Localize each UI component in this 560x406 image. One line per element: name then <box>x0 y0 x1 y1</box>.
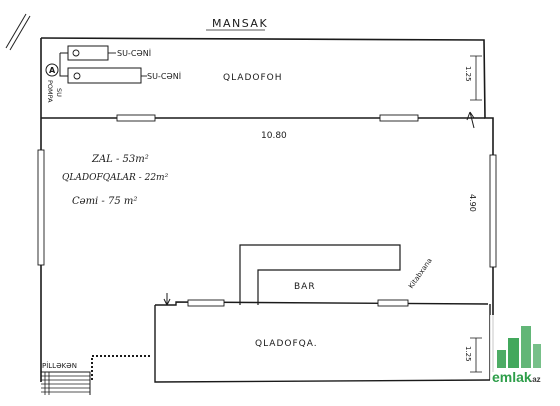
room-label-top: QLADOFOH <box>223 73 283 83</box>
watermark-logo: emlak .az <box>490 315 548 387</box>
dimension-top-strip: 1.25 <box>464 66 472 82</box>
area-qladofqalar: QLADOFQALAR - 22m² <box>62 173 169 183</box>
window-left <box>37 149 45 266</box>
dimension-line-top-strip <box>470 55 482 101</box>
building-icon <box>497 326 541 368</box>
water-tank-bottom-label: SU-CƏNİ <box>147 71 181 81</box>
dimension-depth: 4.90 <box>468 194 477 212</box>
watermark-suffix: .az <box>530 375 541 384</box>
bar-label: BAR <box>294 282 316 292</box>
window-top-right <box>379 114 419 122</box>
pump-piping <box>59 52 68 77</box>
pump-label-su: SU <box>55 88 63 97</box>
water-tank-top-label: SU-CƏNİ <box>117 48 151 58</box>
stairs-railing <box>91 355 150 380</box>
window-right <box>489 154 497 268</box>
kitchen-label: Kitabxana <box>407 257 434 290</box>
water-tank-top <box>67 45 109 61</box>
door-arrow-top <box>466 111 475 129</box>
water-tank-bottom-valve <box>73 72 81 80</box>
water-tank-top-valve <box>72 49 80 57</box>
door-arrow-bottom <box>163 293 171 306</box>
bottom-room-walls <box>154 305 491 383</box>
pump-symbol <box>45 63 59 77</box>
room-label-bottom: QLADOFQA. <box>255 339 318 349</box>
watermark-brand: emlak <box>492 369 532 385</box>
pump-label-pompa: POMPA <box>46 80 54 103</box>
dimension-bottom-strip: 1.25 <box>464 346 472 362</box>
water-tank-bottom <box>67 67 142 84</box>
window-bottom-right <box>377 299 409 307</box>
stairs-outline <box>41 371 91 395</box>
stairs-label: PİLLƏKƏN <box>42 361 77 370</box>
corner-mark-2 <box>9 15 31 51</box>
pump-letter: A <box>49 66 56 75</box>
area-total: Cəmi - 75 m² <box>72 196 137 207</box>
corner-mark <box>5 13 27 49</box>
dimension-line-bottom-strip <box>470 337 482 373</box>
dimension-width: 10.80 <box>261 131 287 141</box>
inner-wall-bottom <box>155 301 489 306</box>
window-bottom-left <box>187 299 225 307</box>
window-top-left <box>116 114 156 122</box>
plan-title: MANSAK <box>212 17 268 30</box>
stairs-steps <box>41 372 90 395</box>
bar-counter <box>239 244 401 305</box>
area-zal: ZAL - 53m² <box>91 154 149 165</box>
